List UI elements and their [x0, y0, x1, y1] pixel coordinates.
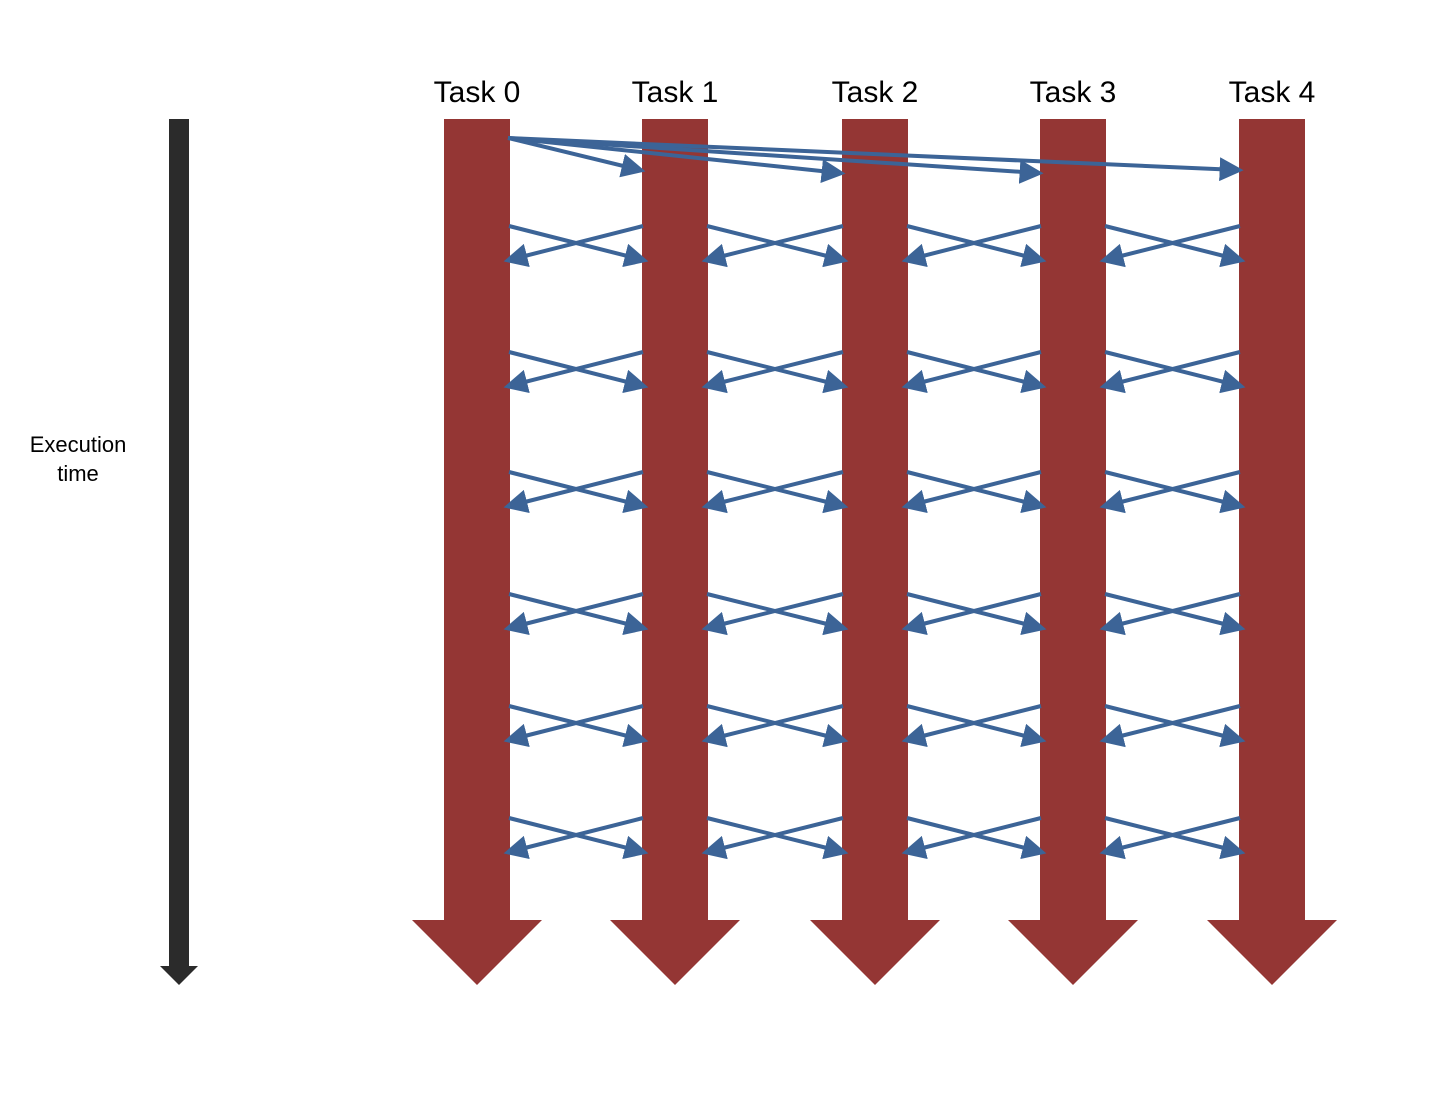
- execution-time-arrow: [160, 119, 198, 985]
- message-arrow-task3-to-task2: [901, 224, 1042, 268]
- message-arrow-task3-to-task2: [901, 350, 1042, 394]
- task-label-2: Task 2: [831, 76, 919, 109]
- message-arrows: [503, 136, 1246, 860]
- task-label-3: Task 3: [1029, 76, 1117, 109]
- message-arrow-task3-to-task2: [901, 704, 1042, 748]
- message-arrow-task3-to-task2: [901, 592, 1042, 636]
- task-arrow-head: [1207, 920, 1337, 985]
- task-label-1: Task 1: [631, 76, 719, 109]
- execution-time-label: Execution time: [8, 430, 148, 488]
- task-arrow-head: [810, 920, 940, 985]
- message-arrow-task1-to-task0: [503, 816, 644, 860]
- message-arrow-task3-to-task2: [901, 470, 1042, 514]
- message-arrow-task1-to-task0: [503, 224, 644, 268]
- task-arrow-2: [810, 119, 940, 985]
- message-arrow-task2-to-task1: [701, 592, 844, 636]
- task-arrow-shaft: [444, 119, 510, 920]
- task-arrow-head: [412, 920, 542, 985]
- task-arrow-1: [610, 119, 740, 985]
- time-axis-head: [160, 966, 198, 985]
- task-arrow-4: [1207, 119, 1337, 985]
- time-axis-shaft: [169, 119, 189, 970]
- message-arrow-task1-to-task0: [503, 470, 644, 514]
- task-label-4: Task 4: [1228, 76, 1316, 109]
- message-arrow-task2-to-task1: [701, 704, 844, 748]
- message-arrow-task1-to-task0: [503, 592, 644, 636]
- execution-time-label-text: Execution time: [29, 432, 127, 486]
- task-arrows: [412, 119, 1337, 985]
- message-arrow-task4-to-task3: [1099, 470, 1241, 514]
- message-arrow-task1-to-task0: [503, 350, 644, 394]
- message-arrow-task2-to-task1: [701, 816, 844, 860]
- task-label-0: Task 0: [433, 76, 521, 109]
- message-arrow-task3-to-task2: [901, 816, 1042, 860]
- task-arrow-shaft: [1239, 119, 1305, 920]
- task-arrow-shaft: [1040, 119, 1106, 920]
- message-arrow-task2-to-task1: [701, 350, 844, 394]
- task-arrow-shaft: [642, 119, 708, 920]
- message-arrow-task2-to-task1: [701, 224, 844, 268]
- message-arrow-task1-to-task0: [503, 704, 644, 748]
- task-arrow-head: [1008, 920, 1138, 985]
- message-arrow-task4-to-task3: [1099, 350, 1241, 394]
- broadcast-arrow-task0-to-task2: [507, 136, 846, 184]
- message-arrow-task4-to-task3: [1099, 816, 1241, 860]
- task-arrow-3: [1008, 119, 1138, 985]
- task-arrow-0: [412, 119, 542, 985]
- message-arrow-task4-to-task3: [1099, 704, 1241, 748]
- task-arrow-head: [610, 920, 740, 985]
- broadcast-arrow-task0-to-task1: [507, 136, 646, 178]
- message-arrow-task2-to-task1: [701, 470, 844, 514]
- message-arrow-task4-to-task3: [1099, 592, 1241, 636]
- broadcast-arrow-task0-to-task4: [507, 136, 1244, 182]
- message-arrow-task4-to-task3: [1099, 224, 1241, 268]
- task-arrow-shaft: [842, 119, 908, 920]
